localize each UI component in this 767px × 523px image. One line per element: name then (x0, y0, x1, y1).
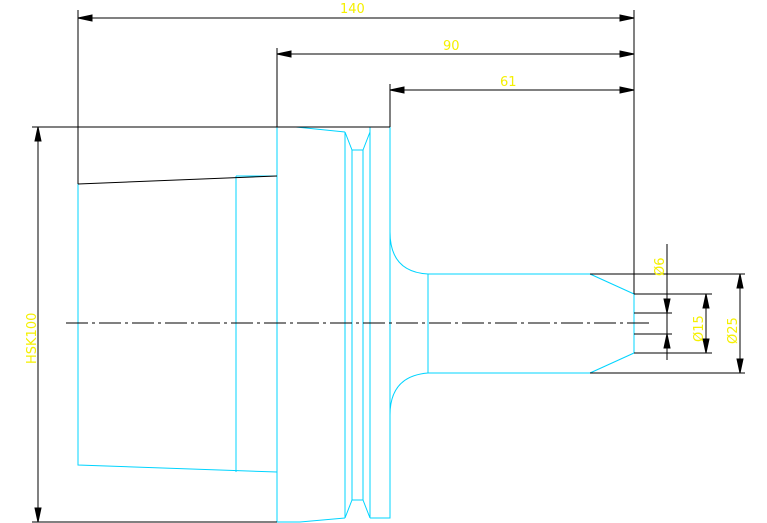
hsk-taper-body (77, 184, 278, 473)
dimension-hsk100-label: HSK100 (25, 313, 40, 364)
shank-top-edge (32, 126, 390, 523)
dimension-90 (276, 48, 635, 127)
diameter-extension-lines (590, 273, 745, 374)
dimension-61 (389, 84, 635, 127)
dimension-dia25-label: Ø25 (726, 317, 741, 344)
dimension-dia6-label: Ø6 (653, 257, 668, 276)
dimension-dia25 (736, 273, 744, 374)
dimension-dia15-label: Ø15 (692, 315, 707, 342)
dimension-dia6 (663, 244, 671, 360)
neck-upper-fillet (389, 127, 590, 275)
dimension-140 (77, 10, 635, 294)
dimension-90-label: 90 (443, 39, 460, 54)
dimension-140-label: 140 (340, 2, 365, 17)
dimension-dia15 (702, 293, 710, 354)
dimension-61-label: 61 (500, 75, 517, 90)
flange-top (295, 126, 346, 133)
flange-body (276, 127, 346, 523)
neck-lower-fillet (389, 372, 590, 518)
v-groove (344, 131, 371, 519)
part-outline (77, 126, 635, 523)
dimension-hsk100 (34, 126, 42, 523)
